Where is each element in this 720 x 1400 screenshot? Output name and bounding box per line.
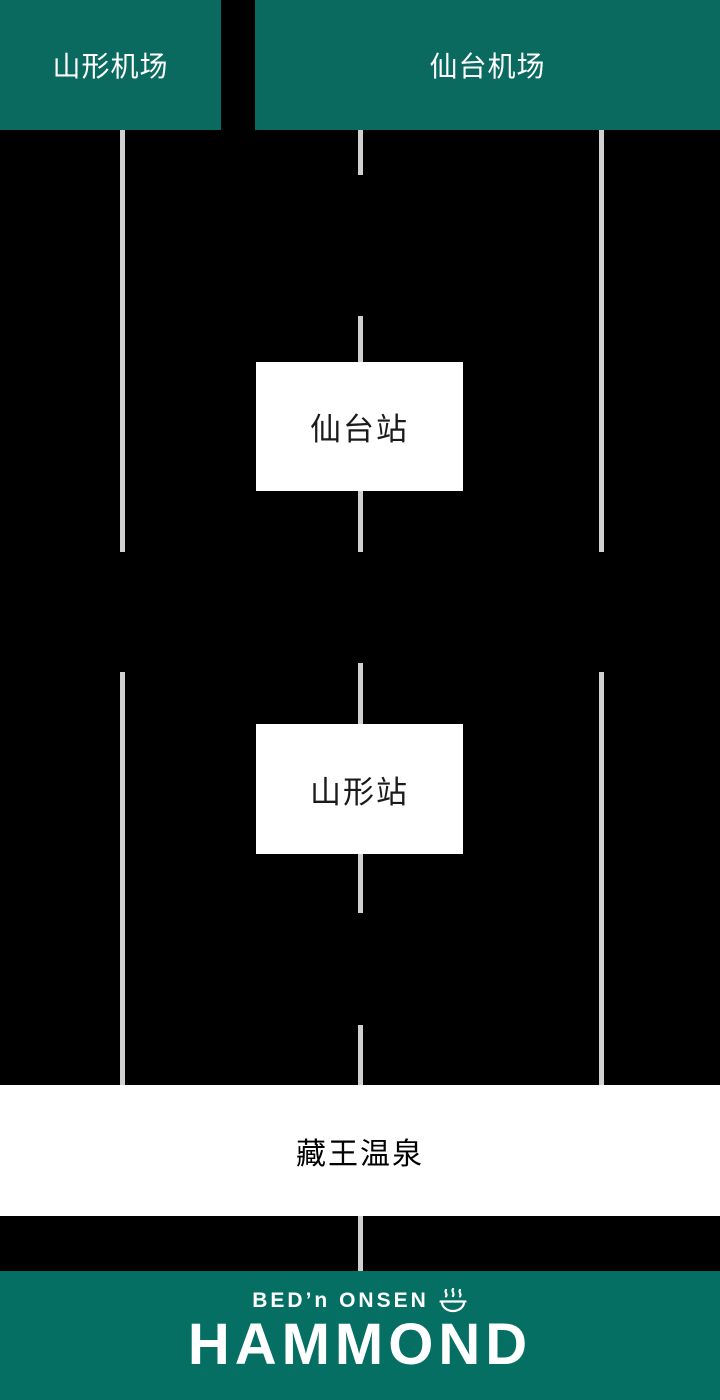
route-line-middle-segment (358, 491, 363, 552)
header-sendai-airport: 仙台机场 (255, 0, 720, 130)
node-sendai-station: 仙台站 (256, 362, 463, 491)
yamagata-airport-label: 山形机场 (52, 51, 169, 82)
sendai-airport-label: 仙台机场 (429, 51, 546, 82)
route-line-left-segment (120, 130, 125, 552)
yamagata-station-label: 山形站 (310, 774, 409, 810)
route-line-right-segment (599, 672, 604, 1085)
route-line-middle-segment (358, 130, 363, 175)
hot-springs-icon (438, 1288, 468, 1314)
node-yamagata-station: 山形站 (256, 724, 463, 854)
route-line-middle-segment (358, 663, 363, 724)
route-line-middle-segment (358, 1216, 363, 1271)
node-zao-onsen: 藏王温泉 (0, 1085, 720, 1216)
brand-tagline: BED’n ONSEN (252, 1289, 429, 1312)
sendai-station-label: 仙台站 (310, 412, 409, 447)
brand-tagline-row: BED’n ONSEN (252, 1288, 468, 1314)
route-line-middle-segment (358, 1025, 363, 1085)
header-yamagata-airport: 山形机场 (0, 0, 221, 130)
route-line-right-segment (599, 130, 604, 552)
brand-name: HAMMOND (187, 1312, 533, 1377)
route-line-left-segment (120, 672, 125, 1085)
zao-onsen-label: 藏王温泉 (296, 1137, 424, 1171)
route-line-middle-segment (358, 854, 363, 913)
footer-brand: BED’n ONSEN HAMMOND (0, 1271, 720, 1400)
route-line-middle-segment (358, 316, 363, 362)
